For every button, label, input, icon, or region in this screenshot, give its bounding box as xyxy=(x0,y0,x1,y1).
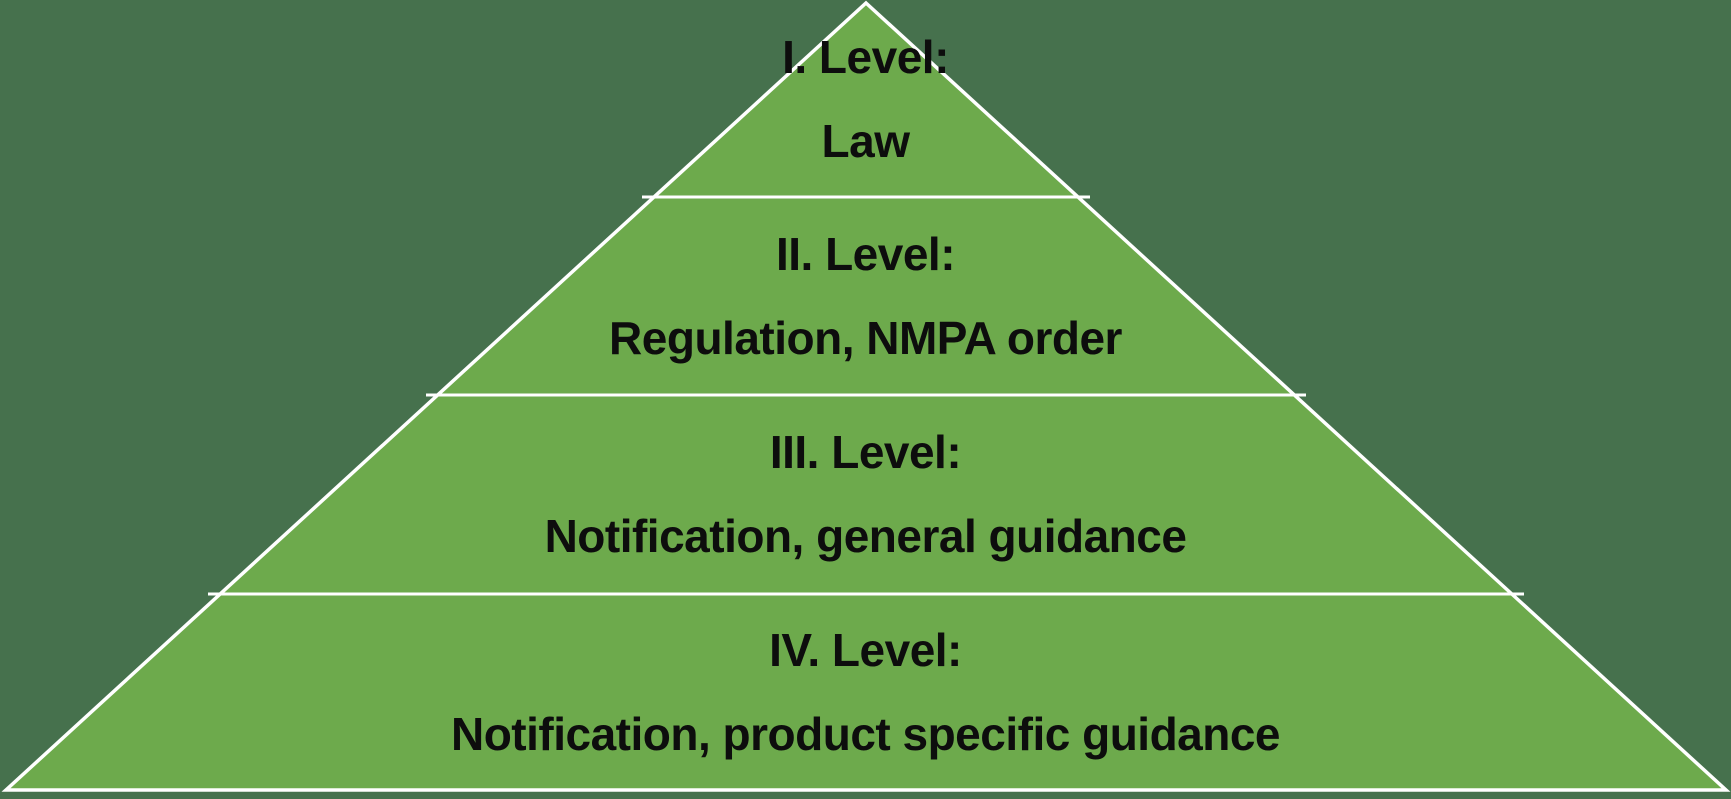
pyramid-diagram: I. Level: Law II. Level: Regulation, NMP… xyxy=(1,0,1731,792)
pyramid-shape-svg xyxy=(1,0,1731,792)
